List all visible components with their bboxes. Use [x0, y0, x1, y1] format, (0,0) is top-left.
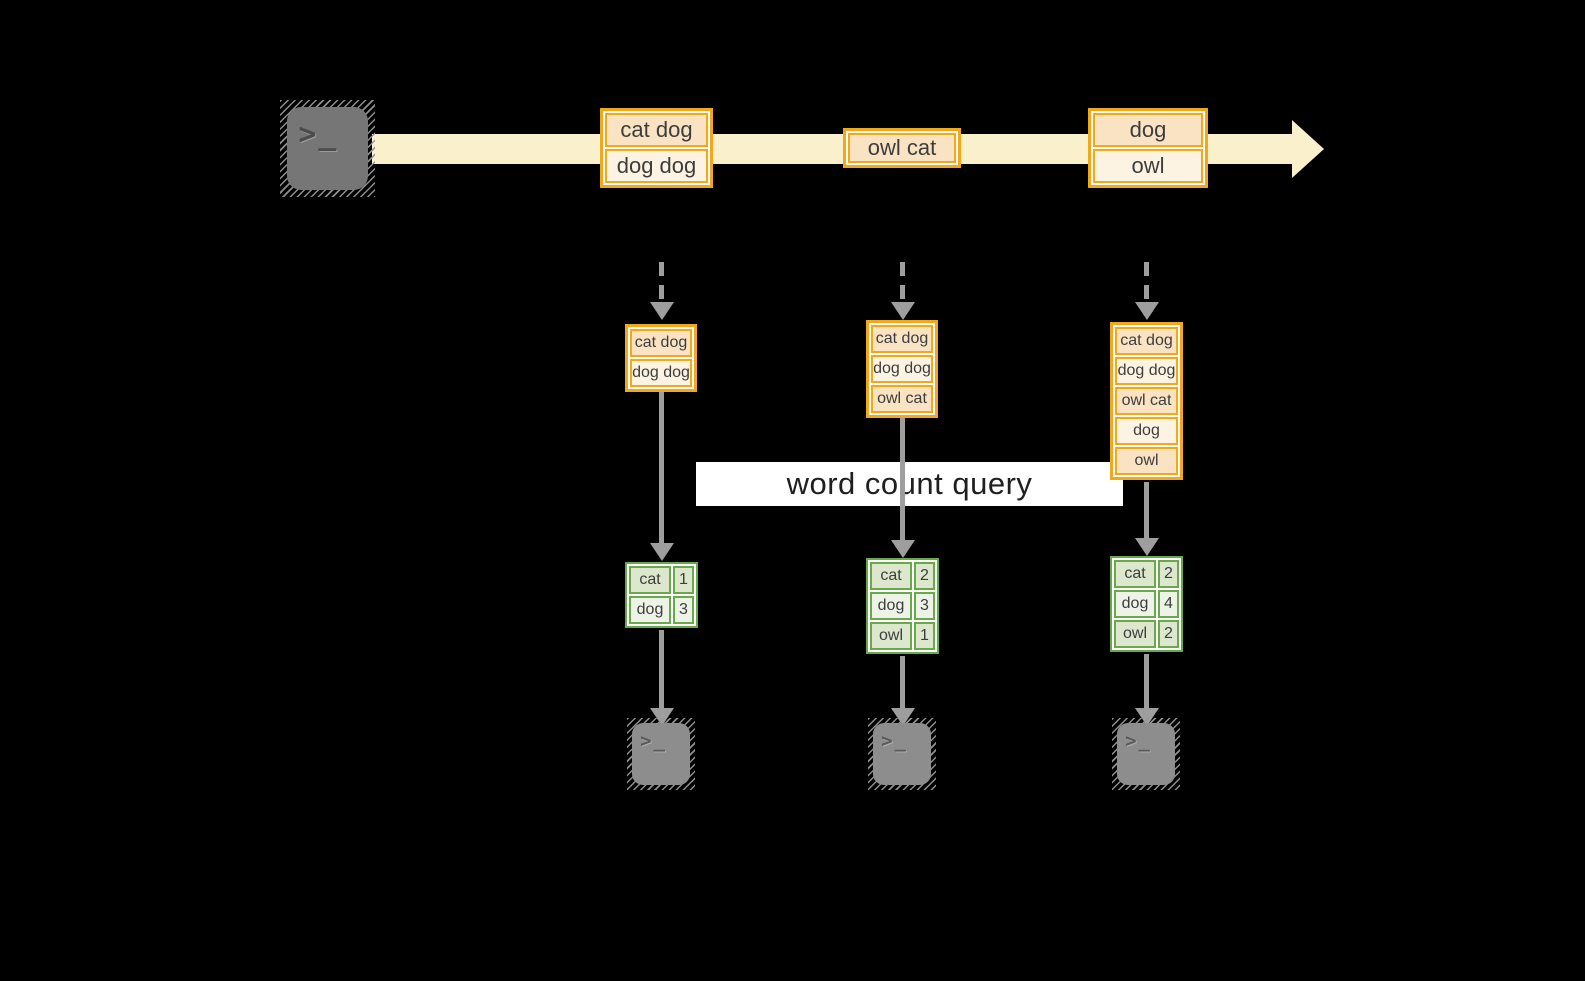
terminal-screen: >_	[873, 723, 931, 785]
table-row: owl 2	[1114, 620, 1179, 648]
word-cell: dog	[629, 596, 671, 624]
state-stack-1: cat dog dog dog	[625, 324, 697, 392]
state-record: cat dog	[630, 329, 692, 357]
arrow-down-icon	[890, 656, 915, 726]
state-stack-3: cat dog dog dog owl cat dog owl	[1110, 322, 1183, 480]
state-record: dog dog	[871, 355, 933, 383]
state-record: dog dog	[630, 359, 692, 387]
stream-batch-1: cat dog dog dog	[600, 108, 713, 188]
terminal-prompt-icon: >_	[1125, 730, 1152, 753]
count-table-3: cat 2 dog 4 owl 2	[1110, 556, 1183, 652]
state-record: owl cat	[1115, 387, 1178, 415]
word-cell: cat	[1114, 560, 1156, 588]
state-record: dog	[1115, 417, 1178, 445]
state-record: cat dog	[871, 325, 933, 353]
stream-record: dog dog	[605, 149, 708, 183]
stream-batch-3: dog owl	[1088, 108, 1208, 188]
table-row: dog 3	[629, 596, 694, 624]
word-cell: cat	[870, 562, 912, 590]
sink-terminal-icon: >_	[1112, 718, 1180, 790]
stream-batch-2: owl cat	[843, 128, 961, 168]
terminal-prompt-icon: >_	[298, 116, 339, 152]
stream-record: owl	[1093, 149, 1203, 183]
table-row: cat 2	[870, 562, 935, 590]
state-record: cat dog	[1115, 327, 1178, 355]
arrow-down-icon	[1134, 654, 1159, 726]
dashed-arrow-down-icon	[890, 262, 915, 320]
table-row: dog 3	[870, 592, 935, 620]
state-stack-2: cat dog dog dog owl cat	[866, 320, 938, 418]
arrow-down-icon	[1134, 482, 1159, 556]
word-cell: owl	[1114, 620, 1156, 648]
stream-arrowhead-icon	[1292, 120, 1324, 178]
state-record: owl	[1115, 447, 1178, 475]
count-cell: 3	[914, 592, 935, 620]
table-row: cat 1	[629, 566, 694, 594]
table-row: owl 1	[870, 622, 935, 650]
count-cell: 2	[1158, 560, 1179, 588]
count-cell: 1	[673, 566, 694, 594]
table-row: dog 4	[1114, 590, 1179, 618]
state-record: owl cat	[871, 385, 933, 413]
word-cell: dog	[1114, 590, 1156, 618]
word-cell: dog	[870, 592, 912, 620]
word-cell: owl	[870, 622, 912, 650]
sink-terminal-icon: >_	[627, 718, 695, 790]
count-cell: 1	[914, 622, 935, 650]
stream-record: cat dog	[605, 113, 708, 147]
arrow-down-icon	[649, 630, 674, 726]
arrow-down-icon	[890, 416, 915, 558]
stream-record: dog	[1093, 113, 1203, 147]
state-record: dog dog	[1115, 357, 1178, 385]
count-table-2: cat 2 dog 3 owl 1	[866, 558, 939, 654]
dashed-arrow-down-icon	[649, 262, 674, 320]
terminal-screen: >_	[632, 723, 690, 785]
count-cell: 2	[1158, 620, 1179, 648]
terminal-prompt-icon: >_	[881, 730, 908, 753]
terminal-prompt-icon: >_	[640, 730, 667, 753]
table-row: cat 2	[1114, 560, 1179, 588]
count-cell: 3	[673, 596, 694, 624]
dashed-arrow-down-icon	[1134, 262, 1159, 320]
word-cell: cat	[629, 566, 671, 594]
terminal-screen: >_	[1117, 723, 1175, 785]
count-table-1: cat 1 dog 3	[625, 562, 698, 628]
stream-record: owl cat	[848, 133, 956, 163]
arrow-down-icon	[649, 388, 674, 561]
count-cell: 2	[914, 562, 935, 590]
sink-terminal-icon: >_	[868, 718, 936, 790]
source-terminal-icon: >_	[280, 100, 375, 197]
count-cell: 4	[1158, 590, 1179, 618]
terminal-screen: >_	[287, 107, 368, 190]
query-banner: word count query	[696, 462, 1123, 506]
